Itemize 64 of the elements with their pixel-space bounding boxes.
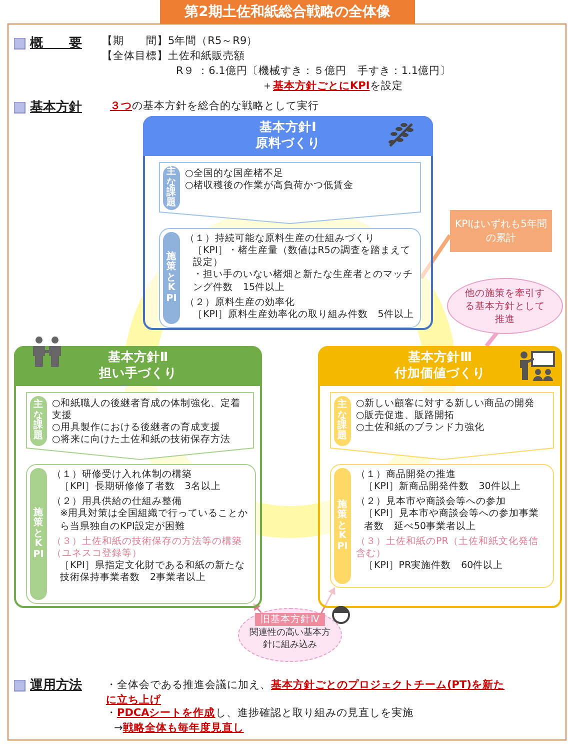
- note-tag: 旧基本方針Ⅳ: [254, 613, 326, 626]
- policy-panel: [14, 346, 262, 608]
- side-tab-label: 主な課題: [33, 400, 44, 442]
- info-text: ・全体会である推進会議に加え、基本方針ごとのプロジェクトチーム(PT)を新たに立ち上げ: [106, 678, 506, 707]
- kpi-text: ※用具対策は全国組織で行っていることから当県独自のKPI設定が困難: [59, 508, 249, 533]
- kpi-text: ［KPI］新商品開発件数 30件以上: [363, 481, 522, 494]
- side-tab-label: 主な課題: [166, 167, 177, 209]
- kpi-text: ［KPI］見本市や商談会等への参加事業者数 延べ50事業者以上: [363, 508, 540, 533]
- kpi-text: ［KPI］PR実施件数 60件以上: [363, 560, 504, 572]
- kpi-text: ［KPI］原料生産効率化の取り組み件数 5件以上: [192, 308, 415, 322]
- info-text: 【期 間】5年間（R5～R9）: [102, 34, 258, 49]
- info-text: 【全体目標】土佐和紙販売額: [102, 49, 245, 64]
- speech-bubble: 他の施策を牽引する基本方針として推進: [447, 278, 563, 334]
- kpi-text: ［KPI］長期研修修了者数 3名以上: [59, 481, 222, 494]
- section-heading: 運用方法: [30, 676, 82, 694]
- arrow: [320, 587, 336, 614]
- panel-title: 基本方針Ⅲ: [408, 349, 472, 365]
- arrow: [253, 603, 262, 613]
- section-heading: 概 要: [30, 35, 82, 52]
- kpi-text: ・担い手のいない楮畑と新たな生産者とのマッチング件数 15件以上: [192, 269, 414, 294]
- measure-heading: （１）商品開発の推進: [356, 469, 457, 481]
- issue-item: ○新しい顧客に対する新しい商品の開発: [356, 398, 536, 410]
- info-text: →戦略全体も毎年度見直し: [114, 721, 244, 736]
- panel-title: 基本方針Ⅰ: [260, 119, 316, 135]
- issue-item: ○楮収穫後の作業が高負荷かつ低賃金: [185, 180, 354, 192]
- panel-title: 基本方針Ⅱ: [108, 349, 168, 365]
- info-text: R９ ：6.1億円〔機械すき：５億円 手すき：1.1億円〕: [176, 64, 452, 79]
- measures-box: [330, 464, 554, 588]
- measure-heading: （２）原料生産の効率化: [185, 296, 296, 309]
- issue-item: ○用具製作における後継者の育成支援: [52, 422, 222, 434]
- kpi-text: ［KPI］県指定文化財である和紙の新たな技術保持事業者数 2事業者以上: [59, 560, 246, 584]
- measure-heading: （３）土佐和紙のPR（土佐和紙文化発信含む）: [356, 536, 540, 560]
- issues-chevron: [26, 392, 254, 460]
- kpi-text: ［KPI］・楮生産量（数値はR5の調査を踏まえて設定）: [192, 245, 412, 269]
- info-text: ３つの基本方針を総合的な戦略として実行: [110, 99, 319, 114]
- measure-heading: （１）持続可能な原料生産の仕組みづくり: [185, 233, 376, 245]
- policy-panel: [318, 346, 562, 608]
- panel-subtitle: 担い手づくり: [99, 365, 177, 381]
- panel-subtitle: 原料づくり: [256, 135, 320, 151]
- issues-chevron: [330, 392, 554, 460]
- issue-item: ○和紙職人の後継者育成の体制強化、定着支援: [52, 398, 242, 422]
- title-banner: 第2期土佐和紙総合戦略の全体像: [160, 0, 415, 24]
- section-heading: 基本方針: [30, 98, 82, 116]
- panel-subtitle: 付加価値づくり: [394, 365, 486, 381]
- info-text: ＋基本方針ごとにKPIを設定: [262, 79, 403, 94]
- measure-heading: （２）用具供給の仕組み整備: [52, 496, 183, 508]
- note-text: 関連性の高い基本方針に組み込み: [248, 628, 332, 652]
- issue-item: ○全国的な国産楮不足: [185, 168, 284, 180]
- side-tab-label: 施策とKPI: [166, 252, 177, 304]
- side-tab-label: 施策とKPI: [33, 508, 44, 560]
- side-tab-label: 施策とKPI: [337, 500, 348, 552]
- policy-panel: [143, 116, 433, 330]
- callout-box: KPIはいずれも5年間の累計: [450, 210, 552, 252]
- issue-item: ○将来に向けた土佐和紙の技術保存方法: [52, 434, 232, 447]
- issues-chevron: [159, 162, 421, 224]
- measure-heading: （２）見本市や商談会等への参加: [356, 496, 507, 508]
- issue-item: ○販売促進、販路開拓: [356, 410, 456, 422]
- issue-item: ○土佐和紙のブランド力強化: [356, 422, 486, 434]
- side-tab-label: 主な課題: [337, 400, 348, 442]
- measures-box: [159, 228, 421, 328]
- measure-heading: （３）土佐和紙の技術保存の方法等の構築（ユネスコ登録等）: [52, 536, 243, 560]
- measure-heading: （１）研修受け入れ体制の構築: [52, 469, 193, 481]
- info-text: ・PDCAシートを作成し、進捗確認と取り組みの見直しを実施: [106, 706, 414, 721]
- measures-box: [26, 464, 256, 604]
